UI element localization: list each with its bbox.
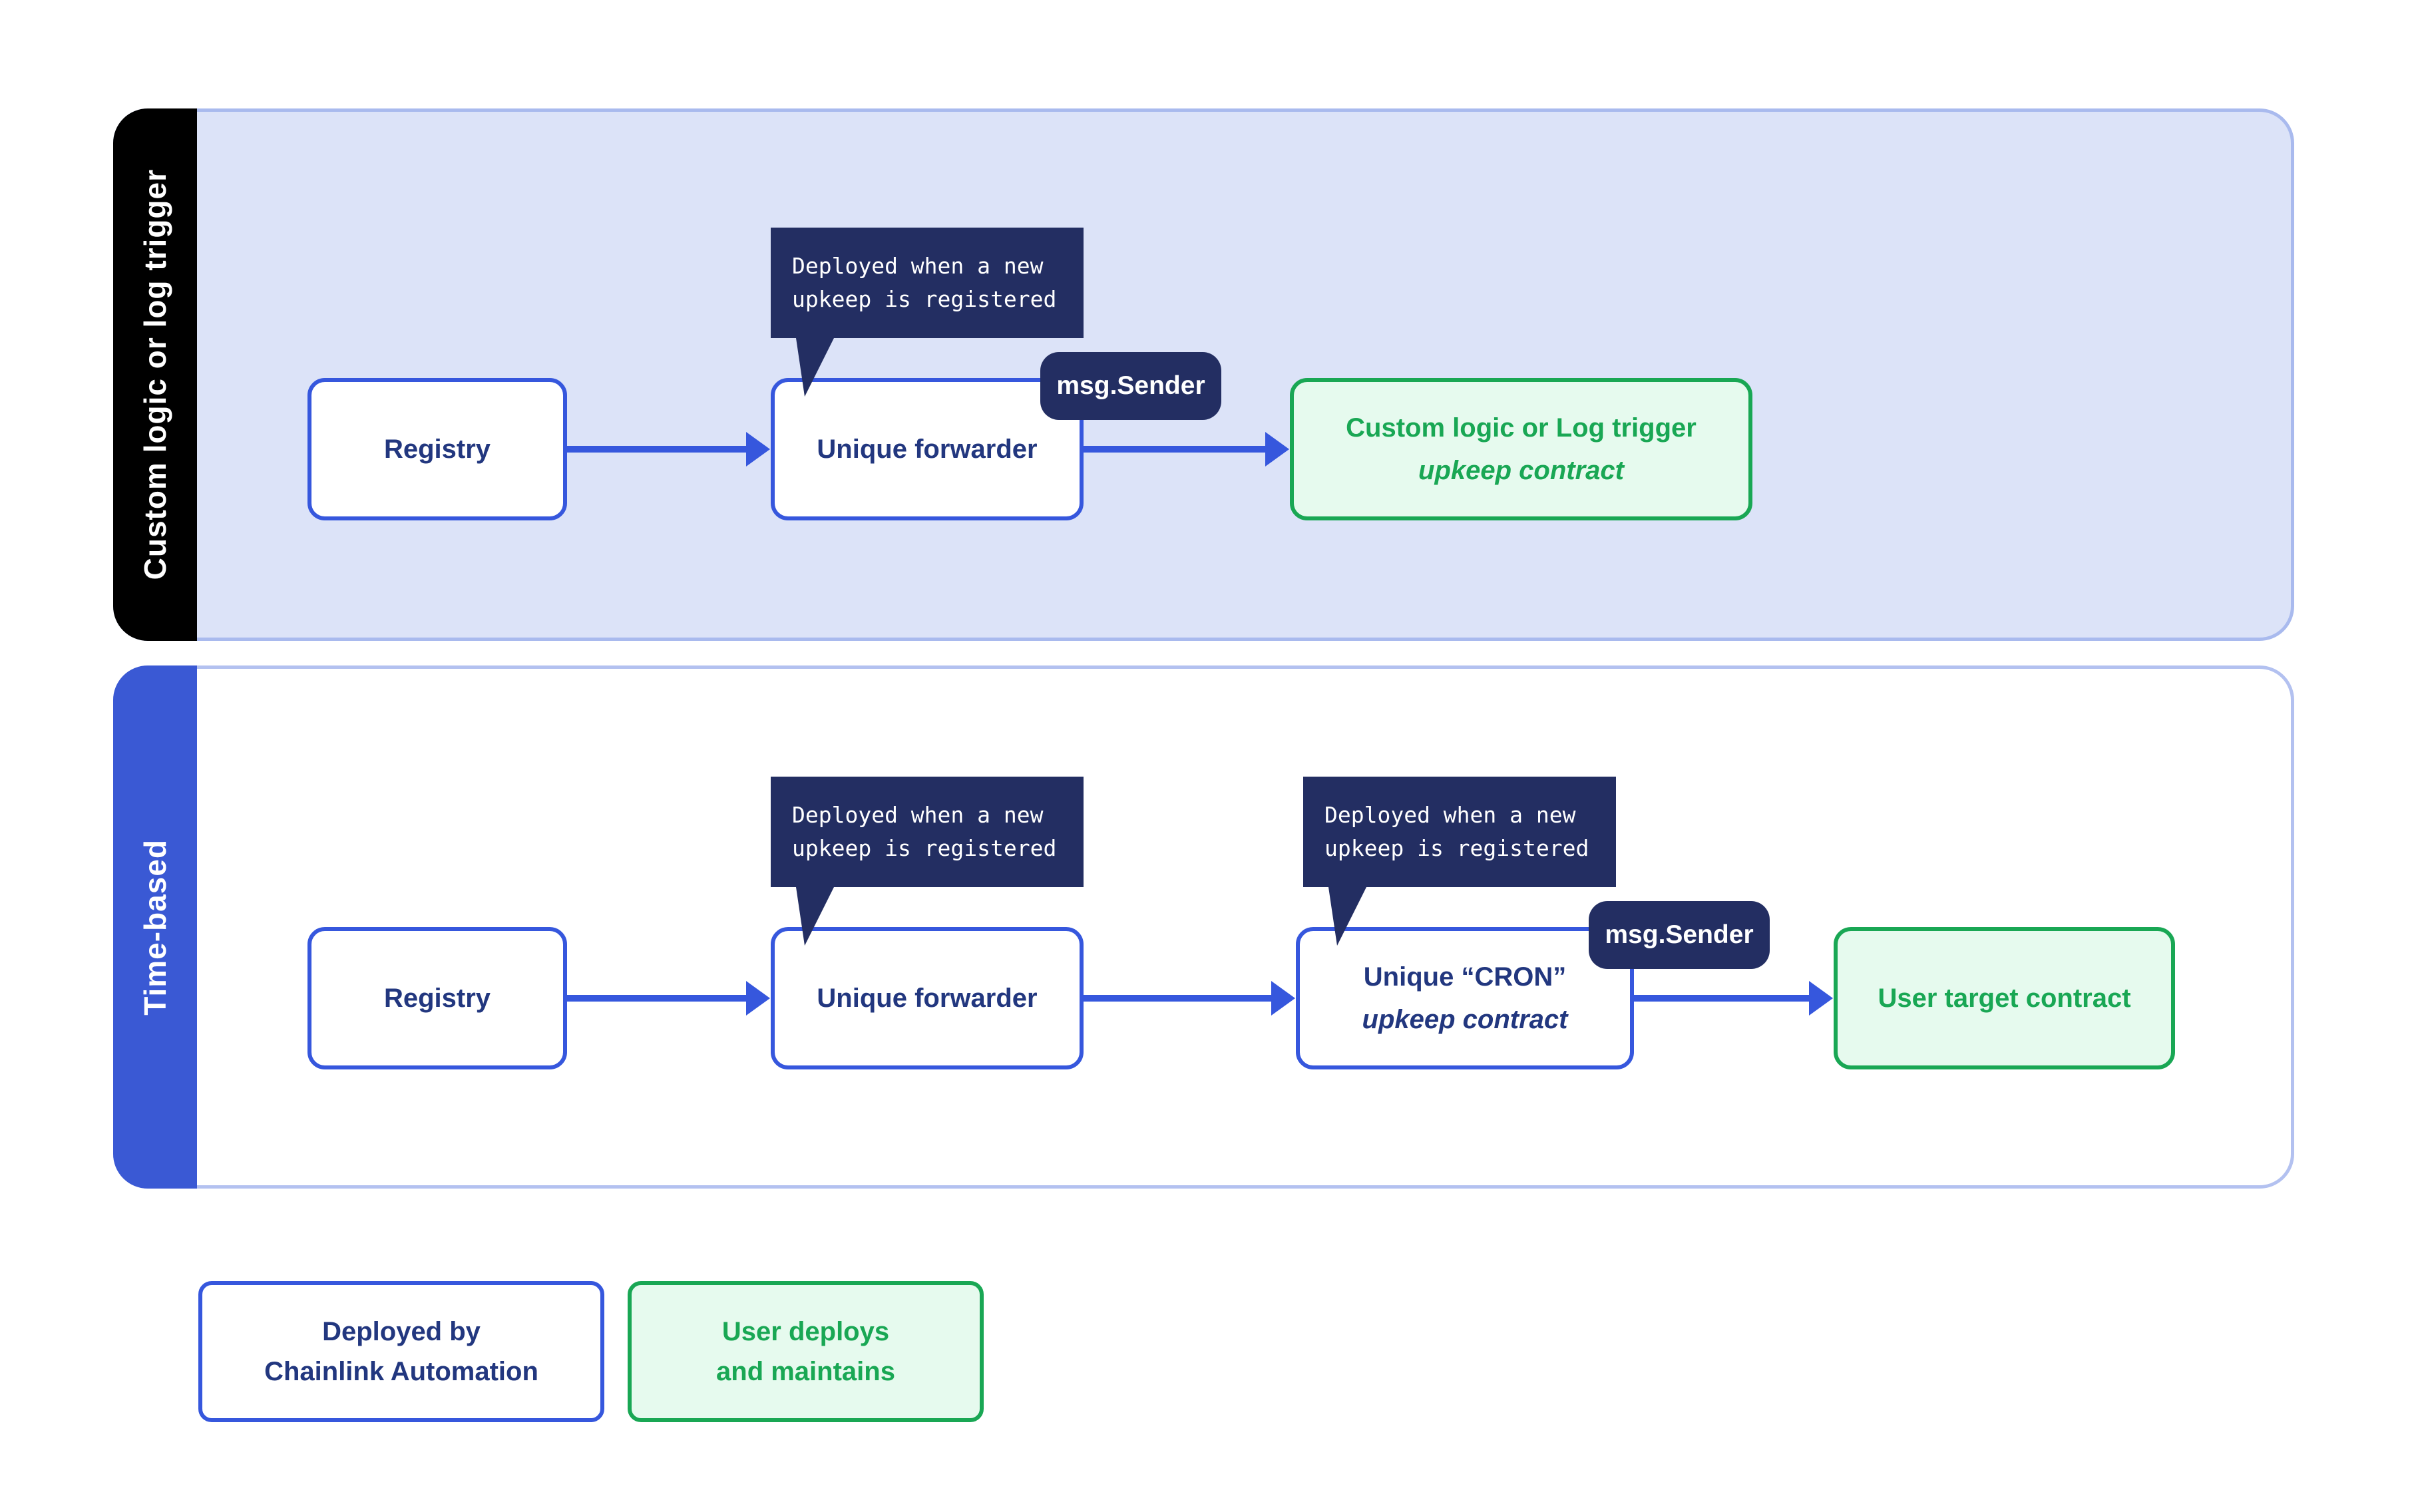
callout-line2: upkeep is registered — [1324, 835, 1589, 861]
node-registry-time-label: Registry — [383, 984, 491, 1013]
badge-msg-sender-time: msg.Sender — [1589, 901, 1770, 969]
legend-user-line1: User deploys — [721, 1317, 890, 1346]
callout-deployed-forwarder-time: Deployed when a new upkeep is registered — [771, 777, 1084, 946]
node-registry-time: Registry — [307, 927, 567, 1069]
arrow-forwarder-to-upkeep-custom — [1084, 432, 1289, 467]
node-custom-logic-upkeep-line1: Custom logic or Log trigger — [1346, 413, 1697, 443]
lane-custom-logic-label: Custom logic or log trigger — [138, 169, 172, 580]
node-unique-cron-line2: upkeep contract — [1362, 1005, 1568, 1034]
node-custom-logic-upkeep-contract: Custom logic or Log trigger upkeep contr… — [1290, 378, 1752, 520]
legend-user-line2: and maintains — [716, 1357, 895, 1386]
badge-msg-sender-custom-label: msg.Sender — [1056, 371, 1205, 400]
legend-user-deploys-maintains: User deploys and maintains — [628, 1281, 984, 1422]
legend-chainlink-line2: Chainlink Automation — [264, 1357, 538, 1386]
node-registry-custom-label: Registry — [383, 435, 491, 464]
arrow-forwarder-to-cron-time — [1084, 981, 1295, 1016]
callout-line1: Deployed when a new — [792, 802, 1044, 828]
arrow-cron-to-target-time — [1634, 981, 1833, 1016]
node-unique-forwarder-time-label: Unique forwarder — [817, 984, 1038, 1013]
node-user-target-contract-label: User target contract — [1878, 984, 2131, 1013]
arrowhead-icon — [1271, 981, 1295, 1016]
lane-time-based-label-strip: Time-based — [113, 665, 197, 1189]
arrowhead-icon — [1809, 981, 1833, 1016]
callout-line2: upkeep is registered — [792, 286, 1057, 312]
arrowhead-icon — [746, 981, 770, 1016]
lane-custom-logic-label-strip: Custom logic or log trigger — [113, 108, 197, 641]
node-custom-logic-upkeep-line2: upkeep contract — [1418, 456, 1624, 485]
node-unique-forwarder-custom: Unique forwarder — [771, 378, 1084, 520]
arrow-registry-to-forwarder-time — [567, 981, 770, 1016]
callout-tail-icon — [796, 887, 834, 946]
callout-line1: Deployed when a new — [1324, 802, 1576, 828]
node-registry-custom: Registry — [307, 378, 567, 520]
callout-deployed-cron-time: Deployed when a new upkeep is registered — [1303, 777, 1616, 946]
legend-chainlink-line1: Deployed by — [322, 1317, 481, 1346]
badge-msg-sender-time-label: msg.Sender — [1605, 920, 1754, 949]
callout-tail-icon — [1328, 887, 1366, 946]
callout-tail-icon — [796, 338, 834, 397]
node-unique-forwarder-time: Unique forwarder — [771, 927, 1084, 1069]
badge-msg-sender-custom: msg.Sender — [1040, 352, 1221, 420]
arrowhead-icon — [1265, 432, 1289, 467]
node-unique-cron-upkeep-contract: Unique “CRON” upkeep contract — [1296, 927, 1634, 1069]
legend-deployed-by-chainlink: Deployed by Chainlink Automation — [198, 1281, 604, 1422]
node-unique-cron-line1: Unique “CRON” — [1363, 962, 1567, 992]
callout-deployed-forwarder-custom: Deployed when a new upkeep is registered — [771, 228, 1084, 397]
node-user-target-contract: User target contract — [1834, 927, 2175, 1069]
callout-line2: upkeep is registered — [792, 835, 1057, 861]
callout-line1: Deployed when a new — [792, 253, 1044, 279]
arrow-registry-to-forwarder-custom — [567, 432, 770, 467]
lane-time-based-label: Time-based — [138, 839, 172, 1016]
node-unique-forwarder-custom-label: Unique forwarder — [817, 435, 1038, 464]
arrowhead-icon — [746, 432, 770, 467]
